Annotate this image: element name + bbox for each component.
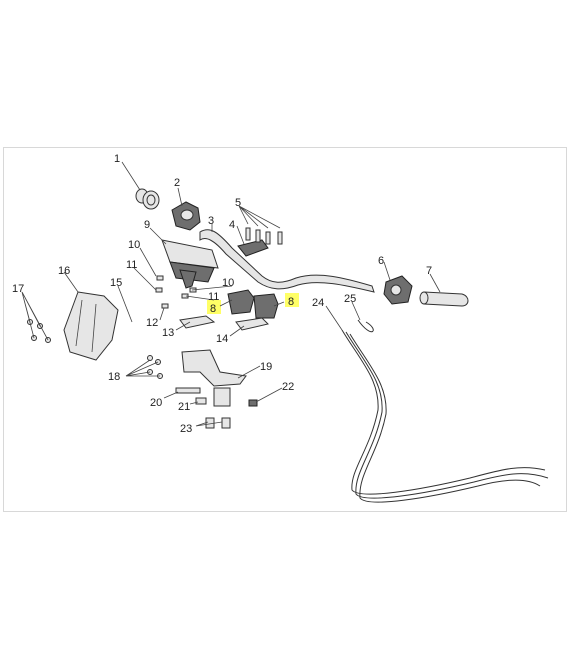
callout-18: 18 <box>108 371 120 383</box>
throttle-grip <box>419 291 469 307</box>
callout-21: 21 <box>178 401 190 413</box>
diagram-frame <box>3 147 567 512</box>
headlight-bracket <box>181 349 247 407</box>
callout-25: 25 <box>344 293 356 305</box>
callout-1: 1 <box>114 153 120 165</box>
callout-8-highlight-right <box>285 293 299 307</box>
left-switch-housing <box>171 201 201 231</box>
callout-19: 19 <box>260 361 272 373</box>
callout-22: 22 <box>282 381 294 393</box>
bracket-screws <box>147 355 163 379</box>
handlebar <box>199 229 375 293</box>
callout-24: 24 <box>312 297 324 309</box>
right-switch-housing <box>383 275 413 305</box>
callout-13: 13 <box>162 327 174 339</box>
callout-6: 6 <box>378 255 384 267</box>
callout-23: 23 <box>180 423 192 435</box>
callout-11-upper: 11 <box>126 259 137 271</box>
callout-10-upper: 10 <box>128 239 140 251</box>
callout-2: 2 <box>174 177 180 189</box>
windshield <box>63 291 119 361</box>
handlebar-clamps <box>227 289 279 319</box>
callout-15: 15 <box>110 277 122 289</box>
callout-20: 20 <box>150 397 162 409</box>
cable-clip <box>248 399 258 407</box>
callout-4: 4 <box>229 219 235 231</box>
callout-9: 9 <box>144 219 150 231</box>
throttle-cables <box>341 319 549 503</box>
callout-3: 3 <box>208 215 214 227</box>
lower-clamps <box>179 315 269 331</box>
callout-17: 17 <box>12 283 24 295</box>
bar-end-grip <box>135 188 160 210</box>
callout-12: 12 <box>146 317 158 329</box>
callout-11-lower: 11 <box>208 291 219 303</box>
callout-14: 14 <box>216 333 228 345</box>
small-screws <box>155 275 197 309</box>
callout-8-left: 8 <box>210 303 216 315</box>
callout-10-lower: 10 <box>222 277 234 289</box>
callout-8-right: 8 <box>288 296 294 308</box>
instrument-panel <box>161 239 219 289</box>
leader-lines <box>21 161 441 427</box>
lever-bracket-and-bolts <box>237 227 283 257</box>
callout-8-highlight-left <box>207 300 221 314</box>
callout-7: 7 <box>426 265 432 277</box>
bracket-bolts <box>175 387 207 405</box>
callout-5: 5 <box>235 197 241 209</box>
callouts: 1 2 3 4 5 6 7 8 8 9 10 10 11 11 12 13 14… <box>12 153 432 435</box>
callout-16: 16 <box>58 265 70 277</box>
